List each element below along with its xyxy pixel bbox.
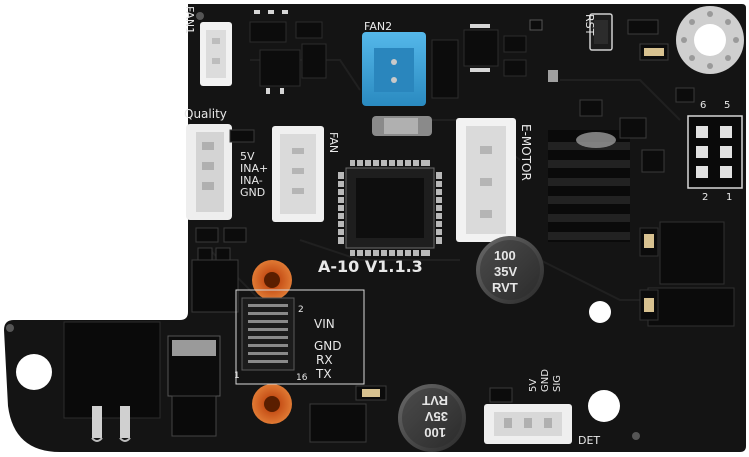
det-connector bbox=[484, 404, 572, 444]
cap1-voltage: 35V bbox=[494, 264, 517, 279]
uart-pin-number-2: 2 bbox=[298, 305, 304, 315]
rst-label: RST bbox=[583, 14, 596, 36]
mount-hole-bottom-left bbox=[16, 354, 52, 390]
copper-pad-top bbox=[252, 260, 292, 300]
quality-pin-labels: 5V INA+ INA- GND bbox=[240, 150, 268, 199]
uart-pin-number-16: 16 bbox=[296, 373, 308, 383]
fan1-connector bbox=[200, 22, 232, 86]
quality-pin-gnd: GND bbox=[240, 186, 265, 199]
power-jack bbox=[63, 321, 161, 442]
uart-pin-number-1: 1 bbox=[234, 371, 240, 381]
copper-pad-bottom bbox=[252, 384, 292, 424]
det-pin-gnd: GND bbox=[540, 369, 551, 392]
cap1-value: 100 bbox=[494, 248, 516, 263]
det-pin-sig: SIG bbox=[552, 375, 563, 392]
fan2-label: FAN2 bbox=[364, 20, 392, 33]
quality-connector bbox=[186, 124, 232, 220]
uart-connector bbox=[235, 289, 365, 385]
electrolytic-capacitor-2: 100 35V RVT bbox=[398, 384, 466, 452]
mount-hole-top-right bbox=[676, 6, 744, 74]
uart-pin-gnd: GND bbox=[314, 339, 342, 353]
mount-hole-mid-right bbox=[589, 301, 611, 323]
electrolytic-capacitor-1: 100 35V RVT bbox=[476, 236, 544, 304]
fan-label: FAN bbox=[327, 132, 340, 153]
fan1-label: FAN1 bbox=[183, 6, 196, 34]
cap2-value: 100 bbox=[424, 425, 446, 440]
cap2-voltage: 35V bbox=[425, 409, 448, 424]
header-pin-5: 5 bbox=[724, 100, 730, 111]
voltage-regulator-left bbox=[167, 335, 221, 437]
header-pin-6: 6 bbox=[700, 100, 706, 111]
cap2-series: RVT bbox=[422, 393, 448, 408]
fan-connector bbox=[272, 126, 324, 222]
heatsink bbox=[548, 130, 630, 242]
header-pin-2: 2 bbox=[702, 192, 708, 203]
e-motor-connector bbox=[456, 118, 516, 242]
quality-pin-5v: 5V bbox=[240, 150, 255, 163]
header-pin-1: 1 bbox=[726, 192, 732, 203]
quality-pin-ina-plus: INA+ bbox=[240, 162, 268, 175]
pin-header-2x3 bbox=[687, 115, 743, 189]
mount-hole-bottom-right bbox=[588, 390, 620, 422]
uart-pin-vin: VIN bbox=[314, 317, 335, 331]
e-motor-label: E-MOTOR bbox=[519, 124, 533, 181]
mcu-chip bbox=[338, 160, 442, 256]
reset-button bbox=[589, 13, 613, 51]
board-version: A-10 V1.1.3 bbox=[318, 257, 423, 276]
quality-label: Quality bbox=[184, 107, 227, 121]
det-label: DET bbox=[578, 434, 600, 447]
cap1-series: RVT bbox=[492, 280, 518, 295]
uart-pin-tx: TX bbox=[315, 367, 332, 381]
crystal-oscillator bbox=[372, 116, 432, 136]
det-pin-5v: 5V bbox=[528, 379, 539, 392]
quality-pin-ina-minus: INA- bbox=[240, 174, 263, 187]
fan2-connector bbox=[362, 32, 426, 106]
uart-pin-rx: RX bbox=[316, 353, 333, 367]
